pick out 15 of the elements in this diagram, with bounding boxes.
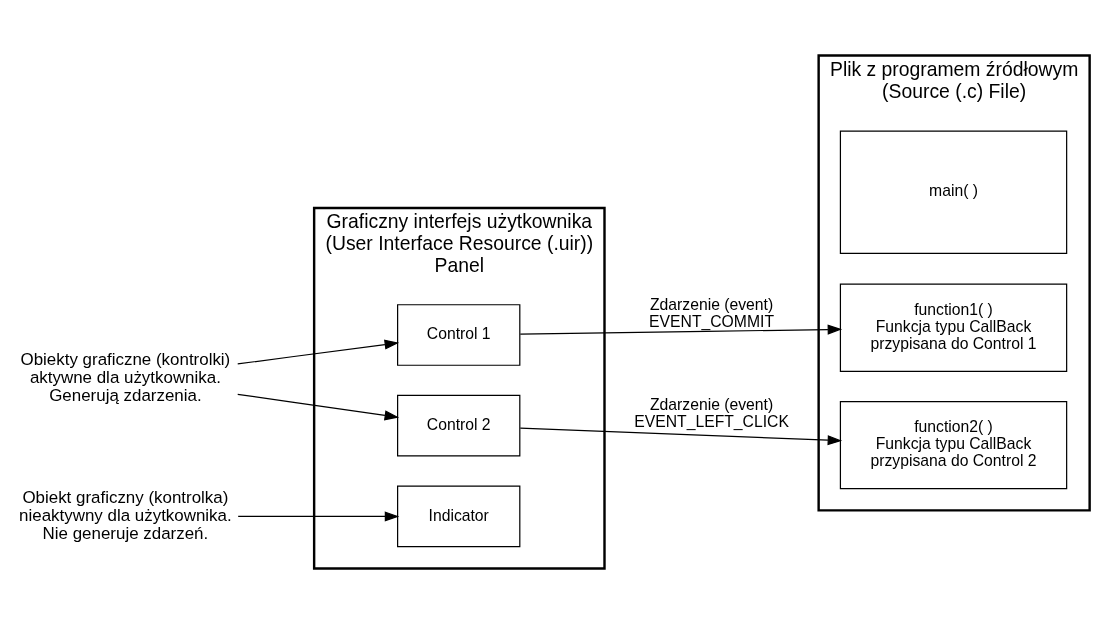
- edge-label: Zdarzenie (event) EVENT_LEFT_CLICK: [634, 395, 789, 430]
- arrow: [237, 339, 400, 364]
- node-box: function1( ) Funkcja typu CallBack przypisana do Control 1: [839, 283, 1068, 372]
- node-box: main( ): [839, 130, 1068, 254]
- node-text: Obiekty graficzne (kontrolki) aktywne dla użytkownika. Generują zdarzenia.: [20, 349, 231, 405]
- node-text: Obiekt graficzny (kontrolka) nieaktywny dla użytkownika. Nie generuje zdarzeń.: [19, 487, 232, 543]
- node-box: Indicator: [397, 485, 521, 547]
- arrow: [237, 510, 400, 522]
- node-box: Control 1: [397, 303, 521, 366]
- arrow: [237, 393, 400, 420]
- node-box: function2( ) Funkcja typu CallBack przypisana do Control 2: [839, 400, 1068, 489]
- edge-label: Zdarzenie (event) EVENT_COMMIT: [649, 295, 775, 330]
- arrow: [519, 427, 843, 445]
- node-box: Control 2: [397, 394, 521, 457]
- arrow: [519, 323, 843, 335]
